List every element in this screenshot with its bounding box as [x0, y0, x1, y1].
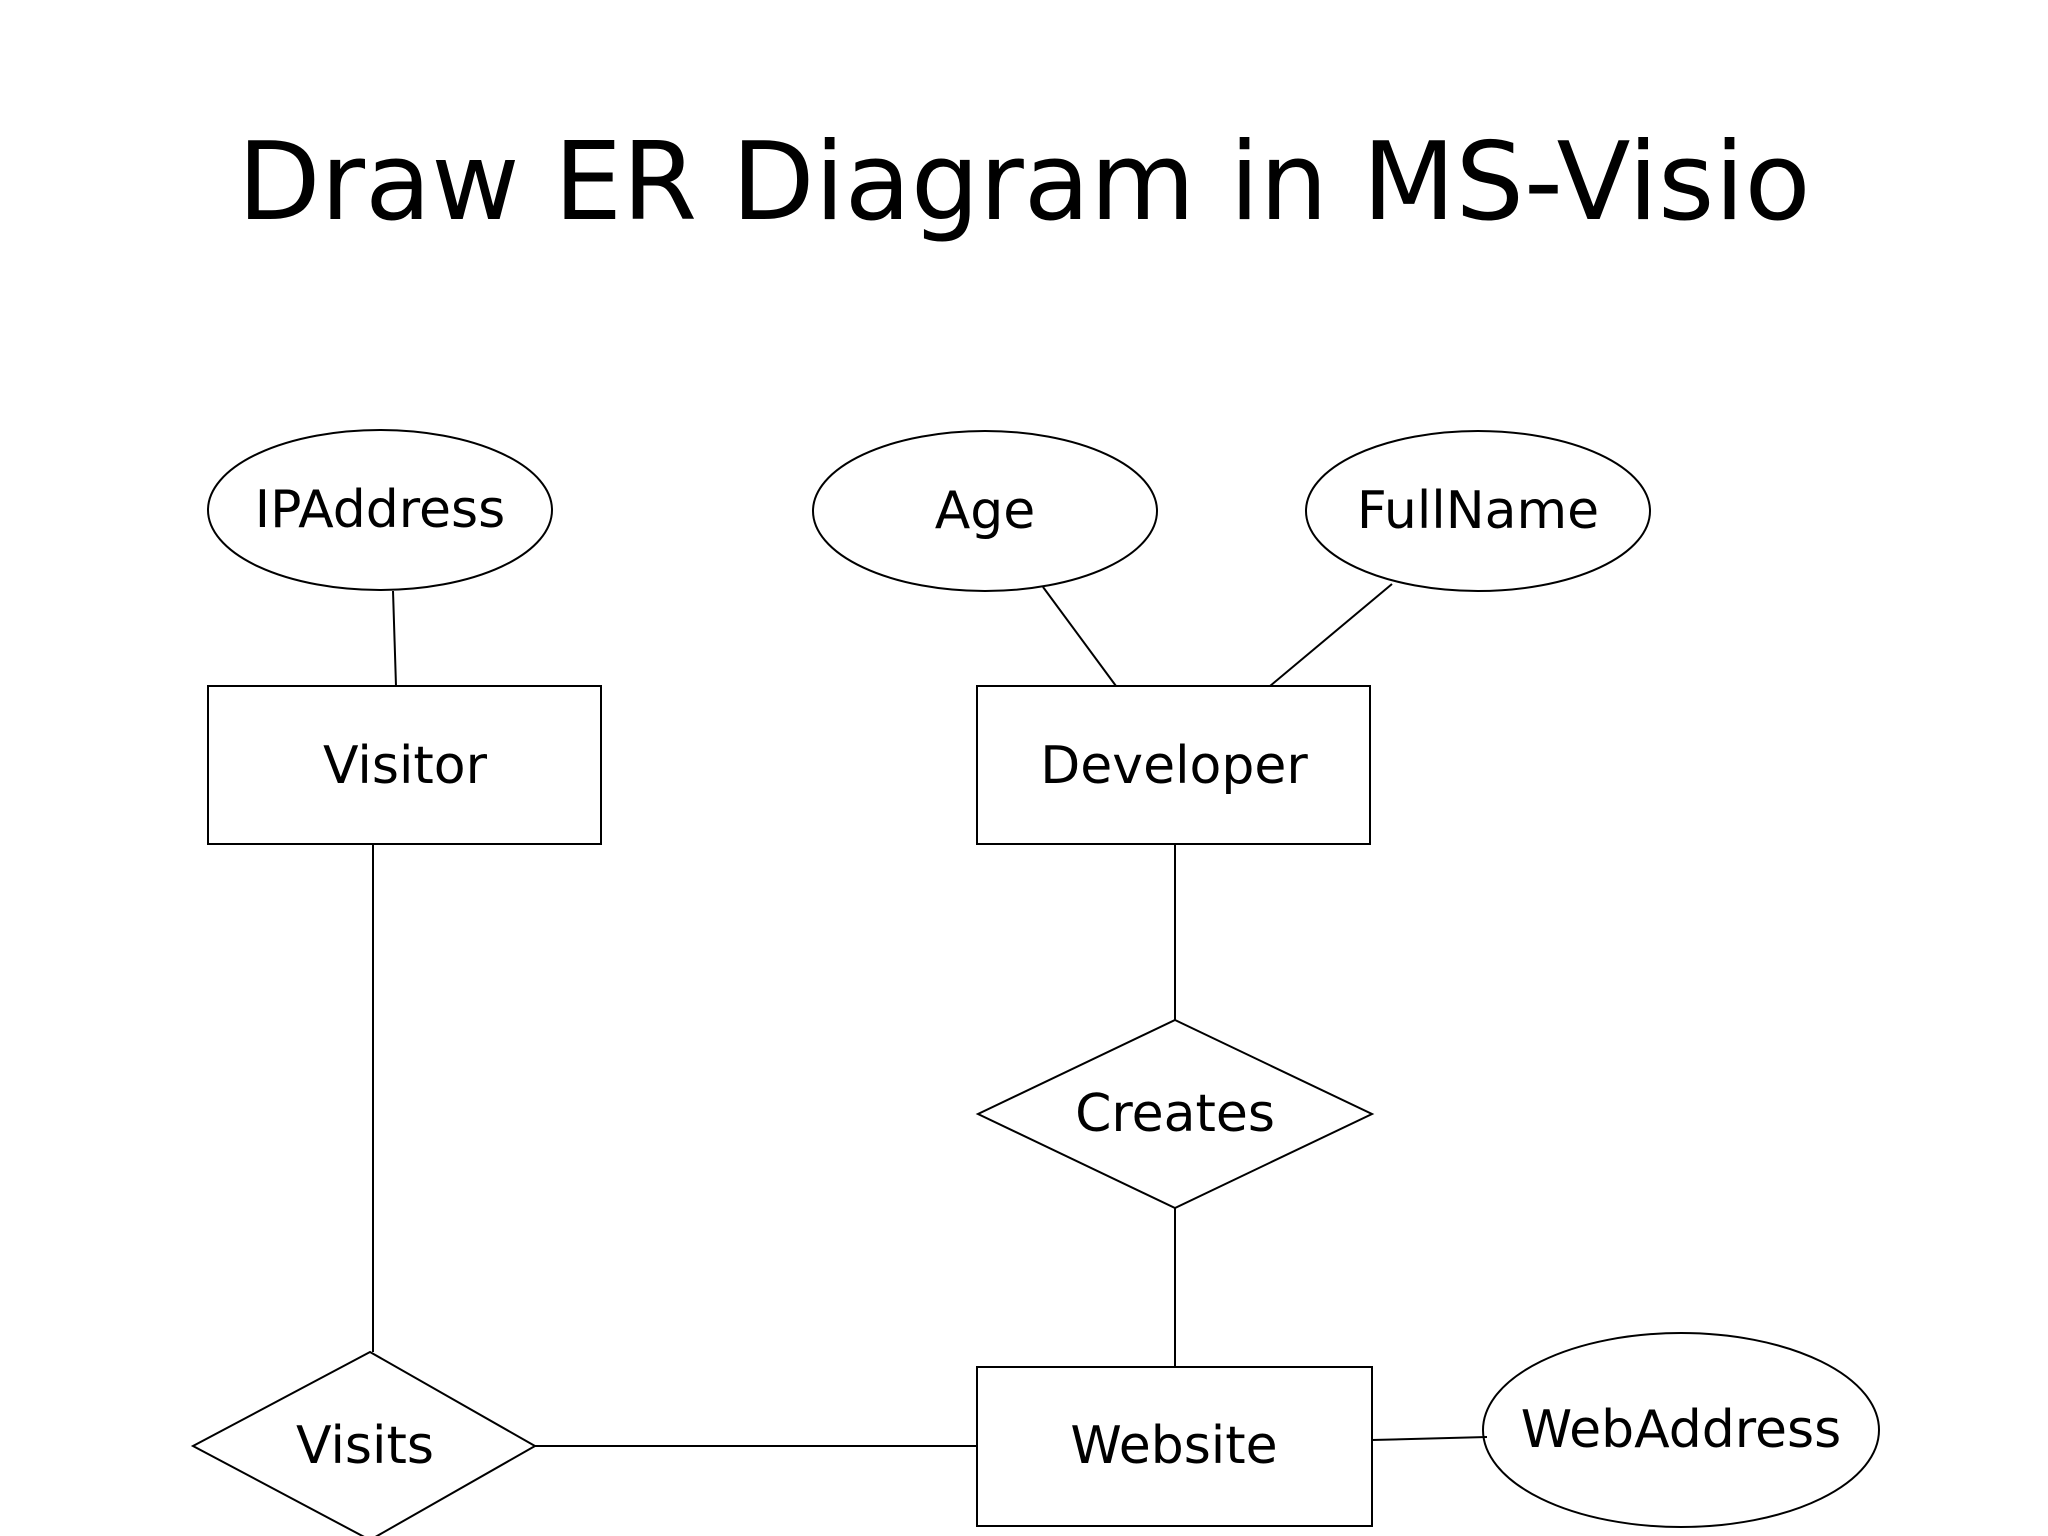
relationship-creates-shape[interactable]: [975, 1018, 1375, 1210]
entity-developer-label: Developer: [1040, 736, 1308, 796]
connector-age-developer: [1042, 586, 1117, 687]
entity-website-label: Website: [1070, 1416, 1277, 1476]
relationship-visits-shape[interactable]: [190, 1350, 538, 1536]
connector-ipaddress-visitor: [392, 590, 397, 687]
entity-visitor-shape[interactable]: [207, 685, 602, 845]
attribute-age-label: Age: [935, 481, 1036, 541]
entity-website-shape[interactable]: [976, 1366, 1373, 1527]
connector-fullname-developer: [1269, 583, 1393, 687]
attribute-ipaddress-shape[interactable]: [207, 429, 553, 591]
relationship-creates-label: Creates: [1075, 1084, 1275, 1144]
attribute-webaddress-label: WebAddress: [1521, 1400, 1841, 1460]
entity-visitor-label: Visitor: [323, 736, 488, 796]
attribute-age-shape[interactable]: [812, 430, 1158, 592]
page-title: Draw ER Diagram in MS-Visio: [237, 120, 1811, 245]
connector-website-webaddress: [1371, 1436, 1488, 1441]
attribute-webaddress-shape[interactable]: [1482, 1332, 1880, 1528]
attribute-fullname-shape[interactable]: [1305, 430, 1651, 592]
entity-developer-shape[interactable]: [976, 685, 1371, 845]
attribute-ipaddress-label: IPAddress: [255, 480, 505, 540]
relationship-visits-label: Visits: [296, 1416, 434, 1476]
attribute-fullname-label: FullName: [1357, 481, 1599, 541]
